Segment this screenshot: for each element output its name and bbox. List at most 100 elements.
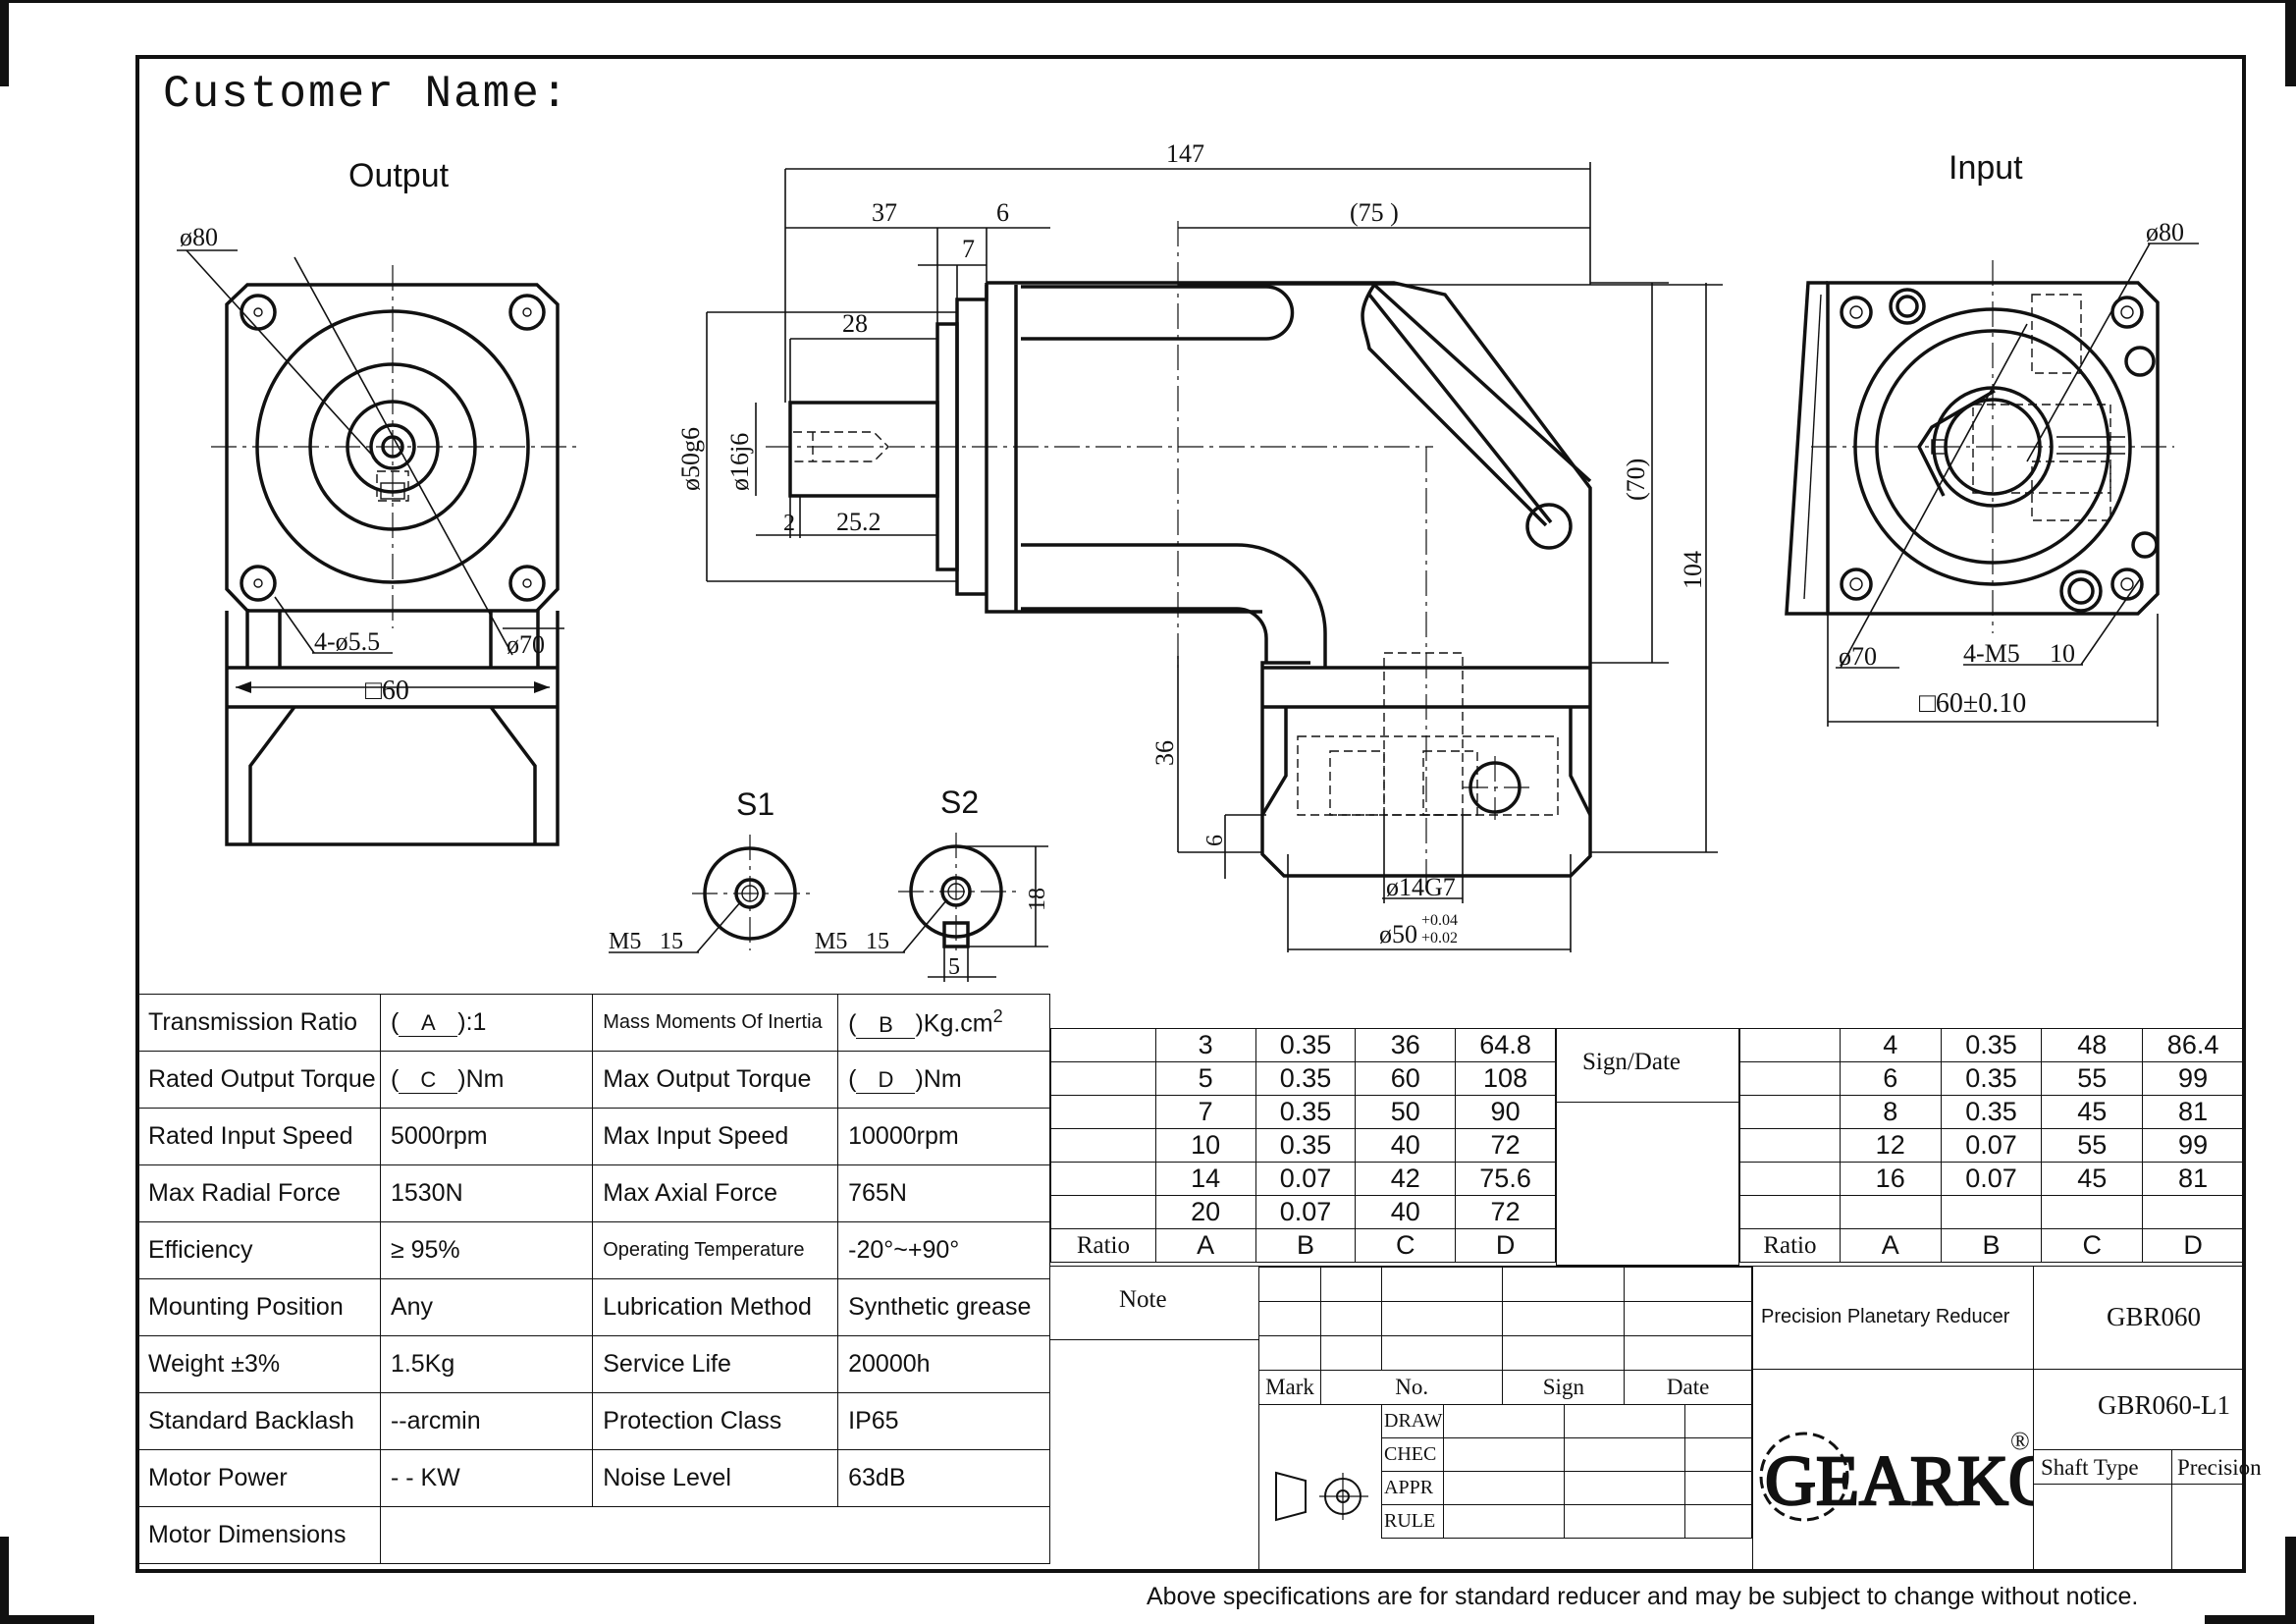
drawing-views: Output ø80 ø70 4-ø5.5 <box>177 139 2199 982</box>
model-cell: GBR060 <box>2033 1267 2245 1370</box>
spec-paren: ( <box>390 1065 400 1093</box>
role-label: APPR <box>1381 1471 1444 1505</box>
product-name-cell: Precision Planetary Reducer <box>1753 1267 2034 1370</box>
role-row: CHEC <box>1381 1437 1752 1472</box>
role-cell <box>1442 1504 1565 1539</box>
spec-sup: 2 <box>992 1006 1003 1027</box>
drawing-frame <box>135 55 2246 1573</box>
ratio-cell: 36 <box>1355 1028 1457 1062</box>
dim-tol-up: +0.04 <box>1421 912 1458 929</box>
shaft-divider <box>2171 1449 2172 1571</box>
spec-label: Max Axial Force <box>592 1164 839 1222</box>
ratio-spacer <box>1050 1061 1156 1096</box>
role-cell <box>1563 1471 1686 1505</box>
spec-label: Mass Moments Of Inertia <box>592 994 839 1052</box>
dim-147: 147 <box>1166 139 1204 168</box>
spec-row: Efficiency≥ 95%Operating Temperature-20°… <box>137 1221 1050 1279</box>
ratio-header-cell: C <box>1355 1228 1457 1263</box>
spec-value: 1530N <box>379 1164 594 1222</box>
ratio-cell: 81 <box>2142 1162 2244 1196</box>
ratio-cell: 8 <box>1839 1095 1942 1129</box>
dim-37: 37 <box>872 198 897 227</box>
spec-label: Motor Dimensions <box>137 1506 381 1564</box>
dim-28: 28 <box>842 309 868 338</box>
model-variant: GBR060-L1 <box>2098 1390 2230 1420</box>
customer-name-label: Customer Name: <box>163 69 570 120</box>
ratio-cell: 99 <box>2142 1061 2244 1096</box>
date-header: Date <box>1624 1370 1752 1405</box>
spec-label: Max Radial Force <box>137 1164 381 1222</box>
output-square-label: □60 <box>365 676 409 706</box>
role-cell <box>1563 1404 1686 1438</box>
ratio-header-cell: C <box>2041 1228 2144 1263</box>
role-cell <box>1684 1437 1752 1472</box>
spec-label: Service Life <box>592 1335 839 1393</box>
ratio-cell: 0.35 <box>1940 1095 2043 1129</box>
dim-2: 2 <box>783 511 795 536</box>
spec-value: -20°~+90° <box>837 1221 1050 1279</box>
role-cell <box>1442 1437 1565 1472</box>
sheet-mark-tl <box>0 0 9 86</box>
spec-label: Protection Class <box>592 1392 839 1450</box>
ratio-cell: 5 <box>1154 1061 1256 1096</box>
ratio-header-cell: B <box>1940 1228 2043 1263</box>
ratio-spacer <box>1739 1061 1841 1096</box>
ratio-spacer <box>1050 1028 1156 1062</box>
spec-label: Max Output Torque <box>592 1051 839 1109</box>
ratio-cell: 60 <box>1355 1061 1457 1096</box>
ratio-cell: 4 <box>1839 1028 1942 1062</box>
sheet-mark-br2 <box>2205 1615 2296 1624</box>
model-number: GBR060 <box>2107 1302 2202 1331</box>
shaft-row-divider <box>2034 1484 2246 1485</box>
ratio-cell: 72 <box>1455 1128 1556 1163</box>
spec-value: 5000rpm <box>379 1108 594 1165</box>
ratio-spacer <box>1050 1128 1156 1163</box>
spec-label: Noise Level <box>592 1449 839 1507</box>
spec-unit: ):1 <box>457 1008 487 1036</box>
ratio-cell: 0.35 <box>1940 1061 2043 1096</box>
ratio-cell: 40 <box>1355 1128 1457 1163</box>
spec-value: --arcmin <box>379 1392 594 1450</box>
role-label: RULE <box>1381 1504 1444 1539</box>
ratio-cell: 75.6 <box>1455 1162 1556 1196</box>
precision-label: Precision <box>2177 1455 2262 1480</box>
spec-value: - - KW <box>379 1449 594 1507</box>
ratio-cell: 72 <box>1455 1195 1556 1229</box>
ratio-cell: 7 <box>1154 1095 1256 1129</box>
role-row: DRAW <box>1381 1404 1752 1438</box>
s2-title: S2 <box>940 785 979 820</box>
shaft-type-label: Shaft Type <box>2041 1455 2139 1480</box>
ratio-cell: 14 <box>1154 1162 1256 1196</box>
spec-label: Motor Power <box>137 1449 381 1507</box>
role-label: CHEC <box>1381 1437 1444 1472</box>
ratio-header-label: Ratio <box>1739 1228 1841 1263</box>
ratio-cell: 0.35 <box>1940 1028 2043 1062</box>
ratio-cell: 10 <box>1154 1128 1256 1163</box>
role-cell <box>1442 1471 1565 1505</box>
ratio-header-cell: D <box>2142 1228 2244 1263</box>
ratio-cell <box>2142 1195 2244 1229</box>
spec-paren: ( <box>848 1009 857 1038</box>
dim-phi50: ø50 <box>1379 920 1417 948</box>
ratio-cell: 16 <box>1839 1162 1942 1196</box>
dim-6b: 6 <box>1202 835 1228 846</box>
ratio-cell: 40 <box>1355 1195 1457 1229</box>
spec-label: Lubrication Method <box>592 1278 839 1336</box>
spec-unit: )Kg.cm <box>915 1009 993 1038</box>
ratio-cell: 64.8 <box>1455 1028 1556 1062</box>
spec-label: Max Input Speed <box>592 1108 839 1165</box>
